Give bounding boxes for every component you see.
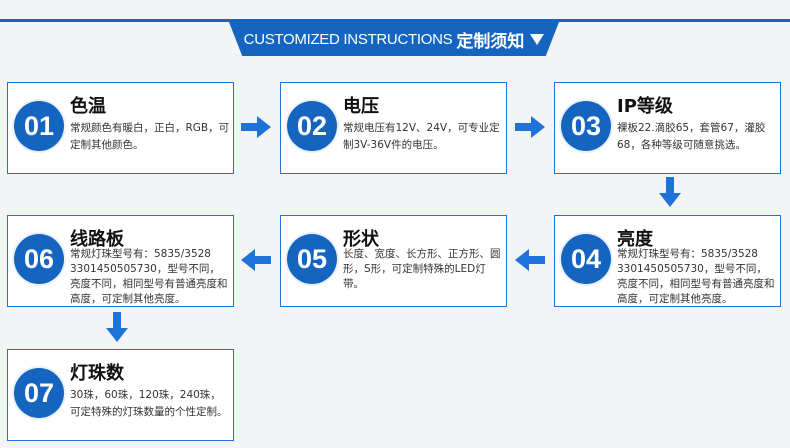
arrow-left-icon (241, 249, 271, 271)
step-description: 裸板22.滴胶65，套管67，灌胶68，各种等级可随意挑选。 (617, 122, 766, 151)
step-title: 线路板 (70, 229, 124, 250)
step-card-03: 03 IP等级 裸板22.滴胶65，套管67，灌胶68，各种等级可随意挑选。 (554, 82, 781, 174)
step-description: 长度、宽度、长方形、正方形、圆形，S形，可定制特殊的LED灯带。 (343, 248, 501, 290)
triangle-down-icon (530, 33, 545, 45)
step-title: 形状 (343, 229, 379, 250)
step-card-07: 07 灯珠数 30珠，60珠，120珠，240珠，可定特殊的灯珠数量的个性定制。 (7, 349, 234, 441)
step-number-badge: 02 (287, 101, 337, 151)
step-number-badge: 01 (14, 101, 64, 151)
step-description: 常规电压有12V、24V，可专业定制3V-36V件的电压。 (343, 122, 500, 151)
arrow-down-icon (106, 312, 128, 342)
step-title: 亮度 (617, 229, 653, 250)
header-line (0, 19, 790, 22)
step-number-badge: 06 (14, 234, 64, 284)
step-number-badge: 07 (14, 368, 64, 418)
step-description: 常规灯珠型号有：5835/3528 3301450505730，型号不同，亮度不… (617, 248, 775, 305)
arrow-left-icon (515, 249, 545, 271)
arrow-right-icon (241, 116, 271, 138)
step-description: 常规灯珠型号有：5835/3528 3301450505730，型号不同，亮度不… (70, 248, 228, 305)
header-title-en: CUSTOMIZED INSTRUCTIONS (243, 30, 453, 48)
step-number-badge: 04 (561, 234, 611, 284)
step-description: 30珠，60珠，120珠，240珠，可定特殊的灯珠数量的个性定制。 (70, 389, 228, 418)
arrow-right-icon (515, 116, 545, 138)
step-title: 色温 (70, 96, 106, 117)
header-title-cn: 定制须知 (456, 31, 525, 52)
step-title: 电压 (343, 96, 379, 117)
step-number-badge: 03 (561, 101, 611, 151)
arrow-down-icon (659, 177, 681, 207)
step-card-06: 06 线路板 常规灯珠型号有：5835/3528 3301450505730，型… (7, 215, 234, 307)
step-description: 常规颜色有暖白，正白，RGB，可定制其他颜色。 (70, 122, 230, 151)
step-card-04: 04 亮度 常规灯珠型号有：5835/3528 3301450505730，型号… (554, 215, 781, 307)
step-title: 灯珠数 (70, 363, 124, 384)
step-title: IP等级 (617, 96, 673, 117)
step-number-badge: 05 (287, 234, 337, 284)
step-card-02: 02 电压 常规电压有12V、24V，可专业定制3V-36V件的电压。 (280, 82, 507, 174)
header-banner: CUSTOMIZED INSTRUCTIONS 定制须知 (229, 22, 559, 56)
step-card-05: 05 形状 长度、宽度、长方形、正方形、圆形，S形，可定制特殊的LED灯带。 (280, 215, 507, 307)
step-card-01: 01 色温 常规颜色有暖白，正白，RGB，可定制其他颜色。 (7, 82, 234, 174)
